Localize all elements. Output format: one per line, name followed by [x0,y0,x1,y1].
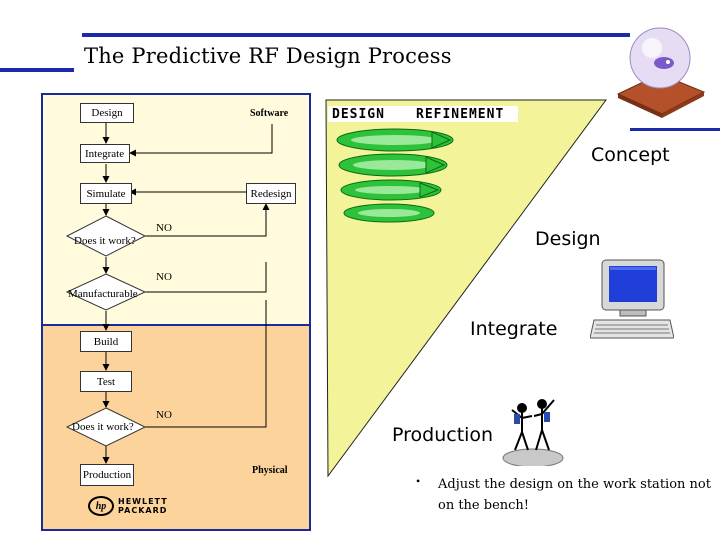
bullet-text: Adjust the design on the work station no… [416,474,712,516]
hp-mark: hp [88,496,114,516]
label-integrate: Integrate [470,318,557,340]
banner-refinement: REFINEMENT [416,107,504,122]
hp-wordmark: HEWLETT PACKARD [118,497,168,515]
label-production: Production [392,424,493,446]
people-icon [500,392,566,466]
hp-line-1: HEWLETT [118,497,168,506]
computer-icon [590,258,674,342]
banner-design: DESIGN [332,107,385,122]
label-concept: Concept [591,144,670,166]
hp-logo-icon: hp HEWLETT PACKARD [88,496,168,516]
hp-line-2: PACKARD [118,506,168,515]
label-design: Design [535,228,601,250]
